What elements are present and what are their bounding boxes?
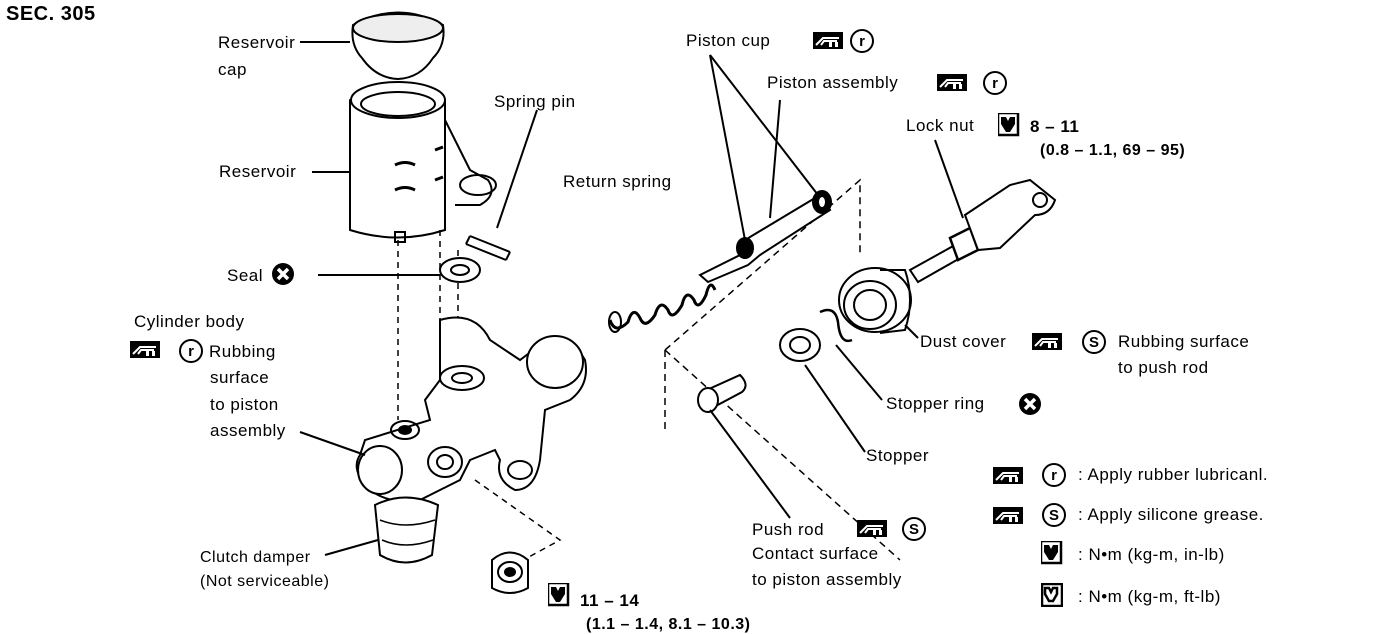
label-push-rod-3: to piston assembly bbox=[752, 570, 902, 589]
label-seal: Seal bbox=[227, 266, 264, 285]
grease-gun-icon bbox=[937, 74, 967, 91]
label-rubbing-4: assembly bbox=[210, 421, 286, 440]
label-torque-lock-2: (0.8 – 1.1, 69 – 95) bbox=[1040, 142, 1186, 159]
label-reservoir-cap-line2: cap bbox=[218, 60, 247, 79]
spring-pin bbox=[465, 235, 511, 261]
rubber-lubricant-r-icon: r bbox=[850, 29, 874, 53]
label-reservoir: Reservoir bbox=[219, 162, 297, 181]
rubber-lubricant-r-icon: r bbox=[1042, 463, 1066, 487]
label-rubbing-1: Rubbing bbox=[209, 342, 276, 361]
legend-item-rubber-lubricant: : Apply rubber lubricanl. bbox=[1078, 465, 1269, 484]
torque-wrench-ft-lb-icon bbox=[548, 583, 570, 607]
return-spring bbox=[608, 283, 717, 330]
clutch-damper bbox=[373, 496, 440, 564]
silicone-grease-s-icon: S bbox=[902, 517, 926, 541]
label-torque-bottom-1: 11 – 14 bbox=[580, 591, 640, 610]
grease-gun-icon bbox=[130, 341, 160, 358]
grease-gun-icon bbox=[993, 507, 1023, 524]
label-spring-pin: Spring pin bbox=[494, 92, 576, 111]
svg-text:S: S bbox=[909, 521, 919, 538]
label-cylinder-body: Cylinder body bbox=[134, 312, 245, 331]
clevis bbox=[963, 178, 1057, 252]
label-dust-rub-1: Rubbing surface bbox=[1118, 332, 1250, 351]
grease-gun-icon bbox=[857, 520, 887, 537]
label-torque-bottom-2: (1.1 – 1.4, 8.1 – 10.3) bbox=[586, 616, 751, 633]
grease-gun-icon bbox=[1032, 333, 1062, 350]
stopper-ring bbox=[819, 308, 853, 343]
label-stopper: Stopper bbox=[866, 446, 930, 465]
grease-gun-icon bbox=[813, 32, 843, 49]
label-torque-lock-1: 8 – 11 bbox=[1030, 117, 1080, 136]
label-stopper-ring: Stopper ring bbox=[886, 394, 985, 413]
label-piston-cup: Piston cup bbox=[686, 31, 771, 50]
replace-x-icon bbox=[270, 261, 296, 287]
svg-text:S: S bbox=[1049, 507, 1059, 524]
label-clutch-damper-1: Clutch damper bbox=[200, 549, 311, 566]
legend-item-torque-in-lb: : N•m (kg-m, in-lb) bbox=[1078, 545, 1225, 564]
torque-wrench-ft-lb-icon bbox=[1041, 583, 1063, 607]
rubber-lubricant-r-icon: r bbox=[983, 71, 1007, 95]
svg-text:r: r bbox=[859, 33, 865, 50]
svg-text:r: r bbox=[992, 75, 998, 92]
label-piston-assembly: Piston assembly bbox=[767, 73, 899, 92]
silicone-grease-s-icon: S bbox=[1082, 330, 1106, 354]
torque-wrench-in-lb-icon bbox=[998, 113, 1020, 137]
label-clutch-damper-2: (Not serviceable) bbox=[200, 573, 330, 590]
seal-ring bbox=[439, 257, 481, 283]
legend-item-torque-ft-lb: : N•m (kg-m, ft-lb) bbox=[1078, 587, 1221, 606]
svg-text:r: r bbox=[188, 343, 194, 360]
svg-text:r: r bbox=[1051, 467, 1057, 484]
label-push-rod-2: Contact surface bbox=[752, 544, 879, 563]
section-number: SEC. 305 bbox=[6, 3, 96, 25]
torque-wrench-in-lb-icon bbox=[1041, 541, 1063, 565]
label-rubbing-3: to piston bbox=[210, 395, 279, 414]
label-reservoir-cap-line1: Reservoir bbox=[218, 33, 296, 52]
label-push-rod-1: Push rod bbox=[752, 520, 825, 539]
rubber-lubricant-r-icon: r bbox=[179, 339, 203, 363]
replace-x-icon bbox=[1017, 391, 1043, 417]
label-dust-rub-2: to push rod bbox=[1118, 358, 1209, 377]
grease-gun-icon bbox=[993, 467, 1023, 484]
legend-item-silicone-grease: : Apply silicone grease. bbox=[1078, 505, 1264, 524]
label-rubbing-2: surface bbox=[210, 368, 270, 387]
piston-assembly bbox=[698, 193, 832, 284]
label-return-spring: Return spring bbox=[563, 172, 672, 191]
label-dust-cover: Dust cover bbox=[920, 332, 1007, 351]
label-lock-nut: Lock nut bbox=[906, 116, 975, 135]
svg-text:S: S bbox=[1089, 334, 1099, 351]
stopper bbox=[779, 328, 821, 362]
silicone-grease-s-icon: S bbox=[1042, 503, 1066, 527]
